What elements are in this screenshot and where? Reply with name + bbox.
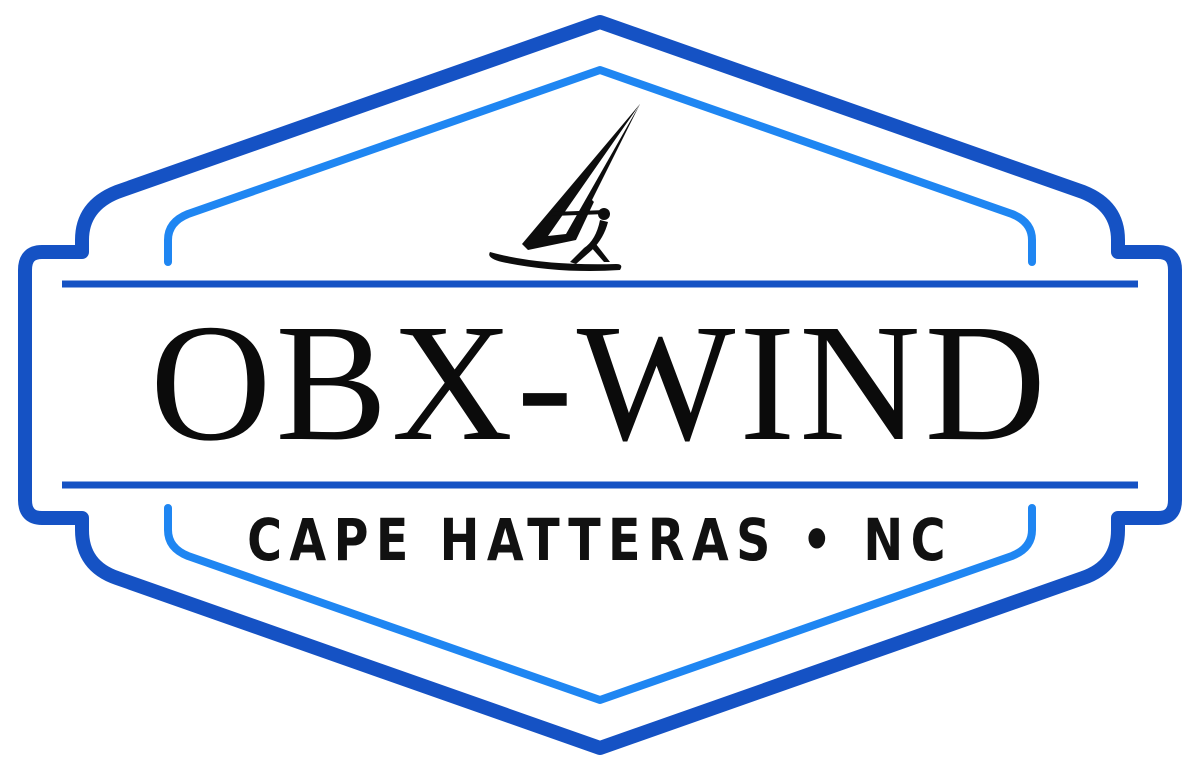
- brand-subtitle: CAPE HATTERAS • NC: [247, 506, 953, 574]
- inner-badge-border-bottom: [164, 504, 1036, 704]
- outer-badge-border: [18, 15, 1182, 755]
- windsurfer-icon: [489, 104, 640, 271]
- brand-title: OBX-WIND: [150, 290, 1050, 476]
- inner-badge-border-top: [164, 66, 1036, 266]
